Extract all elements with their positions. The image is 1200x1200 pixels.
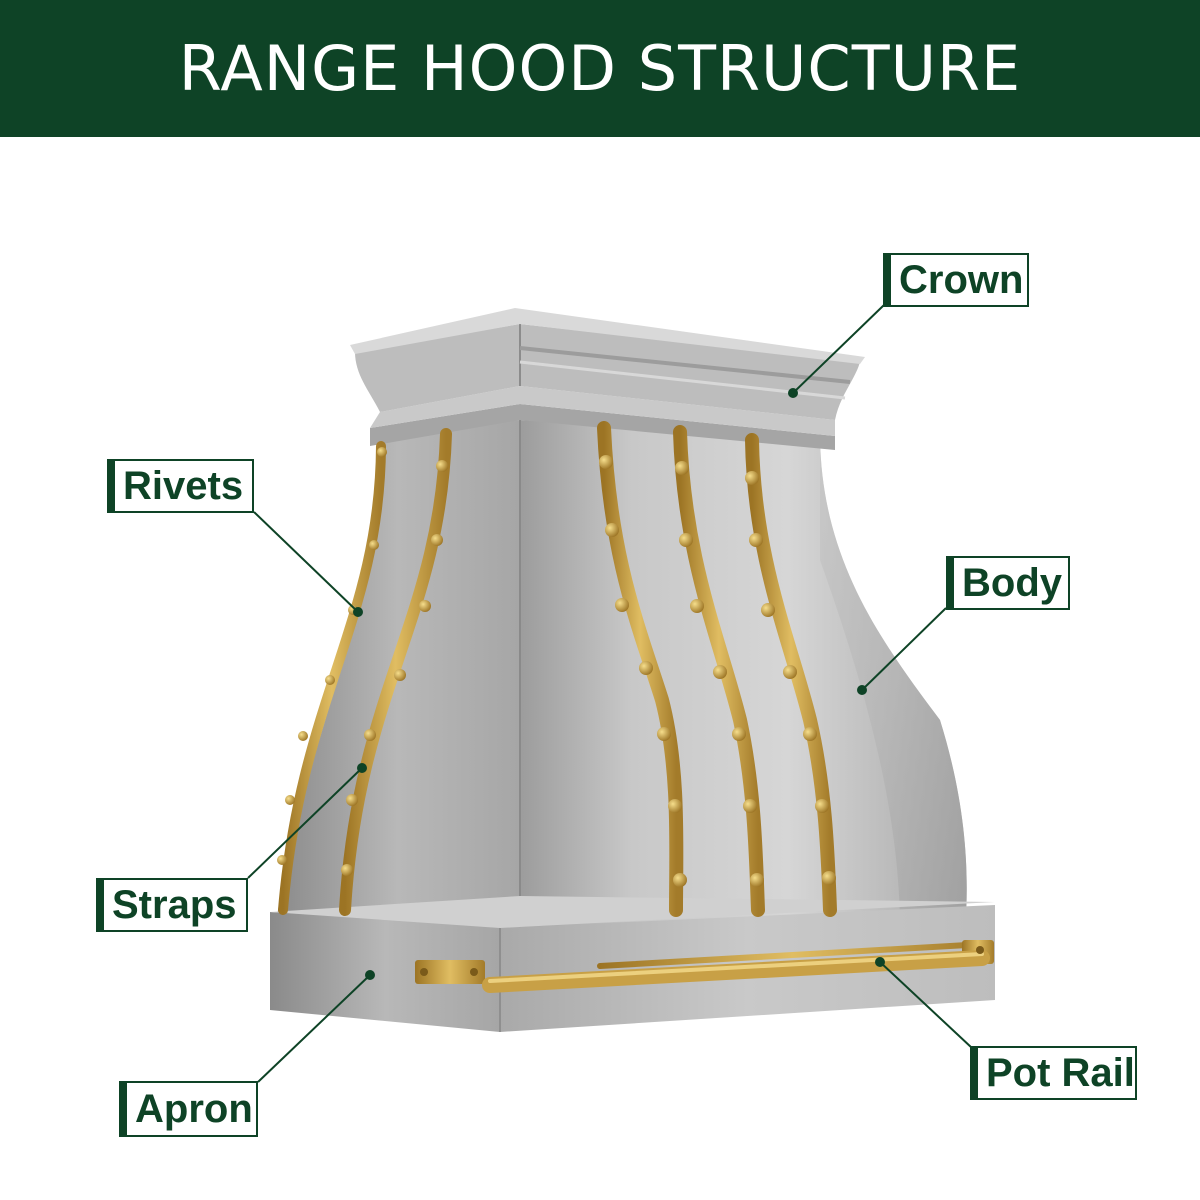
rivet: [377, 447, 387, 457]
rivet: [369, 540, 379, 550]
label-body: Body: [946, 556, 1070, 610]
page-title: RANGE HOOD STRUCTURE: [178, 32, 1022, 105]
leader-lines: [247, 304, 973, 1083]
label-pot-rail: Pot Rail: [970, 1046, 1137, 1100]
rivet: [639, 661, 653, 675]
hood-rivets: [277, 447, 836, 887]
rivet: [325, 675, 335, 685]
rivet: [436, 460, 448, 472]
rivet: [745, 471, 759, 485]
rivet: [431, 534, 443, 546]
rivet: [732, 727, 746, 741]
hood-crown: [350, 308, 865, 450]
strap: [278, 441, 386, 915]
rivet: [605, 523, 619, 537]
rivet: [298, 731, 308, 741]
hood-pot-rail: [415, 940, 994, 993]
rivet: [761, 603, 775, 617]
rivet: [277, 855, 287, 865]
rivet: [394, 669, 406, 681]
header-bar: RANGE HOOD STRUCTURE: [0, 0, 1200, 137]
rivet: [815, 799, 829, 813]
label-apron: Apron: [119, 1081, 258, 1137]
label-straps: Straps: [96, 878, 248, 932]
rivet: [599, 455, 613, 469]
rivet: [364, 729, 376, 741]
rivet: [615, 598, 629, 612]
rivet: [346, 794, 358, 806]
strap: [673, 425, 765, 917]
rivet: [657, 727, 671, 741]
rivet: [783, 665, 797, 679]
rivet: [749, 533, 763, 547]
rivet: [803, 727, 817, 741]
rivet: [675, 461, 689, 475]
strap: [339, 428, 452, 916]
label-crown: Crown: [883, 253, 1029, 307]
label-rivets: Rivets: [107, 459, 254, 513]
rivet: [341, 864, 353, 876]
rivet: [673, 873, 687, 887]
rivet: [419, 600, 431, 612]
rivet: [668, 799, 682, 813]
rivet: [713, 665, 727, 679]
strap: [745, 433, 837, 917]
rivet: [690, 599, 704, 613]
rivet: [285, 795, 295, 805]
rivet: [822, 871, 836, 885]
rivet: [750, 873, 764, 887]
rivet: [679, 533, 693, 547]
rivet: [743, 799, 757, 813]
